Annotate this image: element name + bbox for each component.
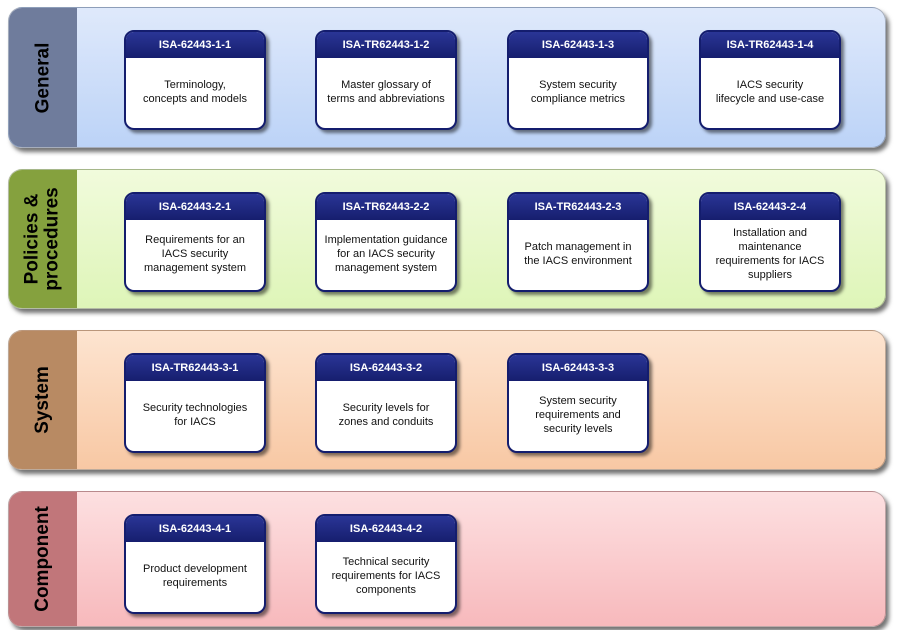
standard-card: ISA-62443-2-4 Installation and maintenan… [699,192,841,292]
standard-title: Security technologies for IACS [142,402,248,428]
standard-card: ISA-62443-3-2 Security levels for zones … [315,353,457,453]
standard-code: ISA-62443-3-2 [317,355,455,381]
layer-policies-procedures: Policies & procedures ISA-62443-2-1 Requ… [8,169,886,309]
standard-card: ISA-62443-4-1 Product development requir… [124,514,266,614]
standard-card: ISA-62443-1-3 System security compliance… [507,30,649,130]
standard-title: Patch management in the IACS environment [524,241,632,267]
layer-label-tab: Policies & procedures [9,170,77,308]
standard-code: ISA-62443-4-1 [126,516,264,542]
standard-title: System security compliance metrics [530,79,626,105]
layer-system: System ISA-TR62443-3-1 Security technolo… [8,330,886,470]
standard-card: ISA-62443-1-1 Terminology, concepts and … [124,30,266,130]
layer-label: Component [32,506,54,612]
standard-title: Requirements for an IACS security manage… [143,234,247,274]
layer-label: Policies & procedures [22,187,64,291]
standard-title: Master glossary of terms and abbreviatio… [327,79,445,105]
standard-card: ISA-TR62443-1-2 Master glossary of terms… [315,30,457,130]
layer-component: Component ISA-62443-4-1 Product developm… [8,491,886,627]
standard-card: ISA-TR62443-3-1 Security technologies fo… [124,353,266,453]
standard-card: ISA-TR62443-1-4 IACS security lifecycle … [699,30,841,130]
standard-title: Security levels for zones and conduits [338,402,434,428]
standard-card: ISA-62443-4-2 Technical security require… [315,514,457,614]
standard-code: ISA-TR62443-3-1 [126,355,264,381]
standard-code: ISA-62443-1-1 [126,32,264,58]
layer-label-tab: General [9,8,77,147]
standard-code: ISA-62443-2-4 [701,194,839,220]
standard-title: Installation and maintenance requirement… [715,227,825,281]
standard-title: IACS security lifecycle and use-case [715,79,825,105]
layer-label-tab: System [9,331,77,469]
standard-card: ISA-TR62443-2-2 Implementation guidance … [315,192,457,292]
standard-title: System security requirements and securit… [535,395,621,435]
standard-code: ISA-TR62443-1-2 [317,32,455,58]
standard-code: ISA-62443-3-3 [509,355,647,381]
standard-code: ISA-62443-4-2 [317,516,455,542]
standard-card: ISA-62443-3-3 System security requiremen… [507,353,649,453]
standard-title: Implementation guidance for an IACS secu… [324,234,448,274]
layer-label: General [32,42,54,113]
standard-card: ISA-62443-2-1 Requirements for an IACS s… [124,192,266,292]
standard-code: ISA-TR62443-2-3 [509,194,647,220]
standard-code: ISA-62443-1-3 [509,32,647,58]
layer-label-tab: Component [9,492,77,626]
standard-code: ISA-62443-2-1 [126,194,264,220]
standard-card: ISA-TR62443-2-3 Patch management in the … [507,192,649,292]
layer-general: General ISA-62443-1-1 Terminology, conce… [8,7,886,148]
standard-title: Product development requirements [143,563,247,589]
layer-label: System [31,366,53,434]
standard-title: Terminology, concepts and models [143,79,247,105]
standard-code: ISA-TR62443-2-2 [317,194,455,220]
standard-code: ISA-TR62443-1-4 [701,32,839,58]
standard-title: Technical security requirements for IACS… [331,556,441,596]
